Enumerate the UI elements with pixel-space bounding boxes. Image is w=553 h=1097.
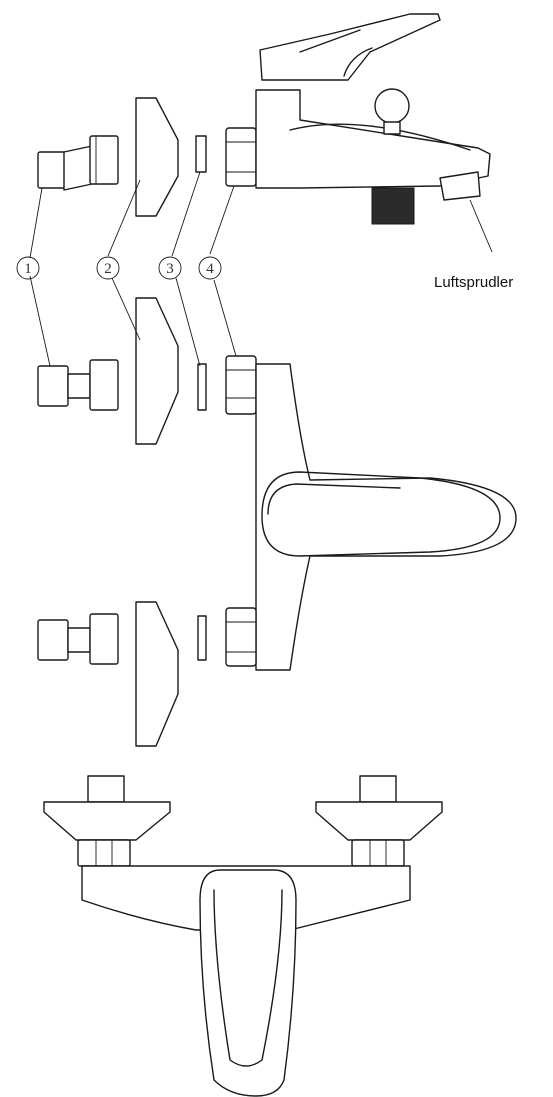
- svg-text:3: 3: [166, 261, 174, 277]
- shower-mixer-body: [255, 363, 517, 671]
- washer-lower: [197, 615, 207, 661]
- rosette-lower: [135, 601, 179, 747]
- callout-4: 4: [198, 256, 222, 280]
- front-view-assembly: [43, 775, 443, 1097]
- washer-middle: [197, 363, 207, 411]
- callout-leaders: [29, 171, 237, 367]
- svg-text:4: 4: [206, 261, 214, 277]
- middle-assembly: [37, 297, 517, 671]
- callout-2: 2: [96, 256, 120, 280]
- top-assembly: [37, 13, 493, 253]
- callout-1: 1: [16, 256, 40, 280]
- eccentric-connector-top: [37, 135, 119, 191]
- washer-top: [195, 135, 207, 173]
- rosette-middle: [135, 297, 179, 445]
- svg-text:1: 1: [24, 261, 32, 277]
- svg-text:2: 2: [104, 261, 112, 277]
- nut-top: [225, 127, 257, 187]
- lower-assembly: [37, 601, 257, 747]
- nut-middle: [225, 355, 257, 415]
- eccentric-connector-lower: [37, 613, 119, 665]
- rosette-top: [135, 97, 179, 217]
- nut-lower: [225, 607, 257, 667]
- aerator-label: Luftsprudler: [434, 274, 513, 291]
- eccentric-connector-middle: [37, 359, 119, 411]
- callout-3: 3: [158, 256, 182, 280]
- bath-mixer-body: [255, 13, 491, 225]
